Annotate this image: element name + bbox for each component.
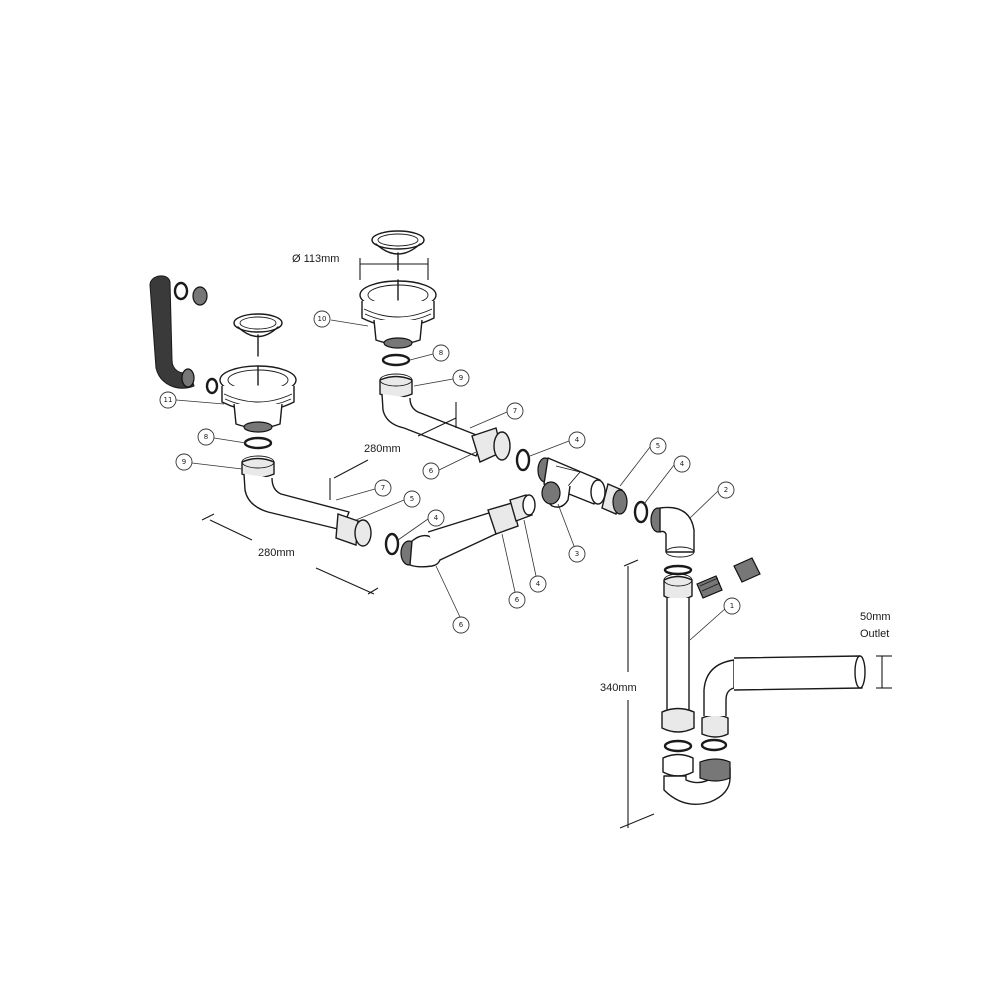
upper-elbow-pipe	[381, 393, 485, 457]
svg-text:8: 8	[439, 349, 443, 357]
right-strainer-assembly	[359, 230, 437, 367]
trap-top-nut	[663, 575, 693, 601]
tee-junction	[537, 457, 649, 524]
callout-10: 10	[313, 310, 331, 328]
lower-nut-6	[487, 502, 519, 535]
svg-text:10: 10	[318, 315, 327, 323]
svg-text:4: 4	[536, 580, 541, 588]
overflow-nut-top	[192, 286, 208, 306]
callout-7-upper: 7	[506, 402, 524, 420]
callout-4-tee: 4	[673, 455, 691, 473]
svg-text:7: 7	[513, 407, 517, 415]
left-waste-pipe	[241, 455, 400, 556]
left-nut-5	[335, 513, 359, 546]
elbow-washer	[663, 564, 693, 576]
svg-text:1: 1	[730, 602, 734, 610]
callout-9-left: 9	[175, 453, 193, 471]
callout-4-upper: 4	[568, 431, 586, 449]
upper-washer-4	[515, 448, 531, 472]
left-strainer-tail	[243, 421, 273, 433]
callout-5-lower: 5	[403, 490, 421, 508]
svg-text:6: 6	[459, 621, 464, 629]
svg-text:6: 6	[515, 596, 520, 604]
right-washer-8	[381, 353, 411, 367]
lower-bend-assembly	[400, 494, 536, 568]
overflow-gasket-side	[205, 377, 219, 395]
overflow-hose-end	[181, 368, 195, 388]
left-washer-4	[384, 532, 400, 556]
svg-text:9: 9	[182, 458, 186, 466]
trap-elbow	[650, 506, 695, 576]
callout-4-bend: 4	[529, 575, 547, 593]
svg-text:4: 4	[575, 436, 580, 444]
left-strainer-assembly	[219, 313, 297, 450]
tee-lower-nut	[541, 481, 561, 505]
callout-7-lower: 7	[374, 479, 392, 497]
svg-text:7: 7	[381, 484, 385, 492]
overflow-gasket-top	[173, 281, 189, 301]
right-nut-9	[379, 375, 413, 399]
dimension-lines: Ø 113mm 280mm 280mm 340mm 50mm Outlet	[201, 253, 892, 829]
svg-text:4: 4	[680, 460, 685, 468]
outlet-pipe	[733, 655, 863, 691]
callout-6-bend: 6	[452, 616, 470, 634]
strainer-diameter-label: Ø 113mm	[292, 253, 339, 265]
left-elbow-pipe	[243, 473, 350, 531]
outlet-size-label: 50mm	[860, 611, 891, 623]
svg-text:8: 8	[204, 433, 208, 441]
callout-5-tee: 5	[649, 437, 667, 455]
outlet-elbow	[703, 659, 735, 716]
callout-9-right: 9	[452, 369, 470, 387]
overflow-hose	[149, 275, 219, 395]
side-inlet-nut	[733, 557, 761, 583]
svg-text:5: 5	[410, 495, 414, 503]
svg-text:4: 4	[434, 514, 439, 522]
outlet-label: Outlet	[860, 628, 889, 640]
callout-6-nut: 6	[508, 591, 526, 609]
upper-pipe-length-label: 280mm	[364, 443, 401, 455]
svg-text:11: 11	[164, 396, 173, 404]
callout-2: 2	[717, 481, 735, 499]
lower-pipe-length-label: 280mm	[258, 547, 295, 559]
right-strainer-basket-top	[371, 230, 425, 250]
svg-text:3: 3	[575, 550, 579, 558]
callout-1: 1	[723, 597, 741, 615]
callout-11: 11	[159, 391, 177, 409]
right-strainer-tail	[383, 337, 413, 349]
upper-waste-pipe	[379, 373, 531, 472]
left-strainer-basket-top	[233, 313, 283, 333]
bottle-trap	[661, 557, 866, 805]
trap-column	[666, 598, 690, 713]
svg-text:2: 2	[724, 486, 728, 494]
leader-lines	[175, 319, 727, 641]
tee-washer-4	[633, 500, 649, 524]
svg-text:5: 5	[656, 442, 660, 450]
callout-4-lower: 4	[427, 509, 445, 527]
trap-lower-nut	[661, 707, 695, 733]
callout-6-upper: 6	[422, 462, 440, 480]
overflow-hose-tube	[149, 275, 195, 389]
svg-text:6: 6	[429, 467, 434, 475]
trap-elbow-body	[659, 506, 695, 553]
side-inlet-spigot	[696, 575, 723, 599]
callout-8-left: 8	[197, 428, 215, 446]
callout-8-right: 8	[432, 344, 450, 362]
trap-height-label: 340mm	[600, 682, 637, 694]
callouts: 10 8 9 7 6 4 5 4 2 3 11 8 9 7 5 4 6 6 4 …	[159, 310, 741, 634]
outlet-lower-nut	[701, 714, 729, 738]
callout-3: 3	[568, 545, 586, 563]
svg-text:9: 9	[459, 374, 463, 382]
left-washer-8	[243, 436, 273, 450]
